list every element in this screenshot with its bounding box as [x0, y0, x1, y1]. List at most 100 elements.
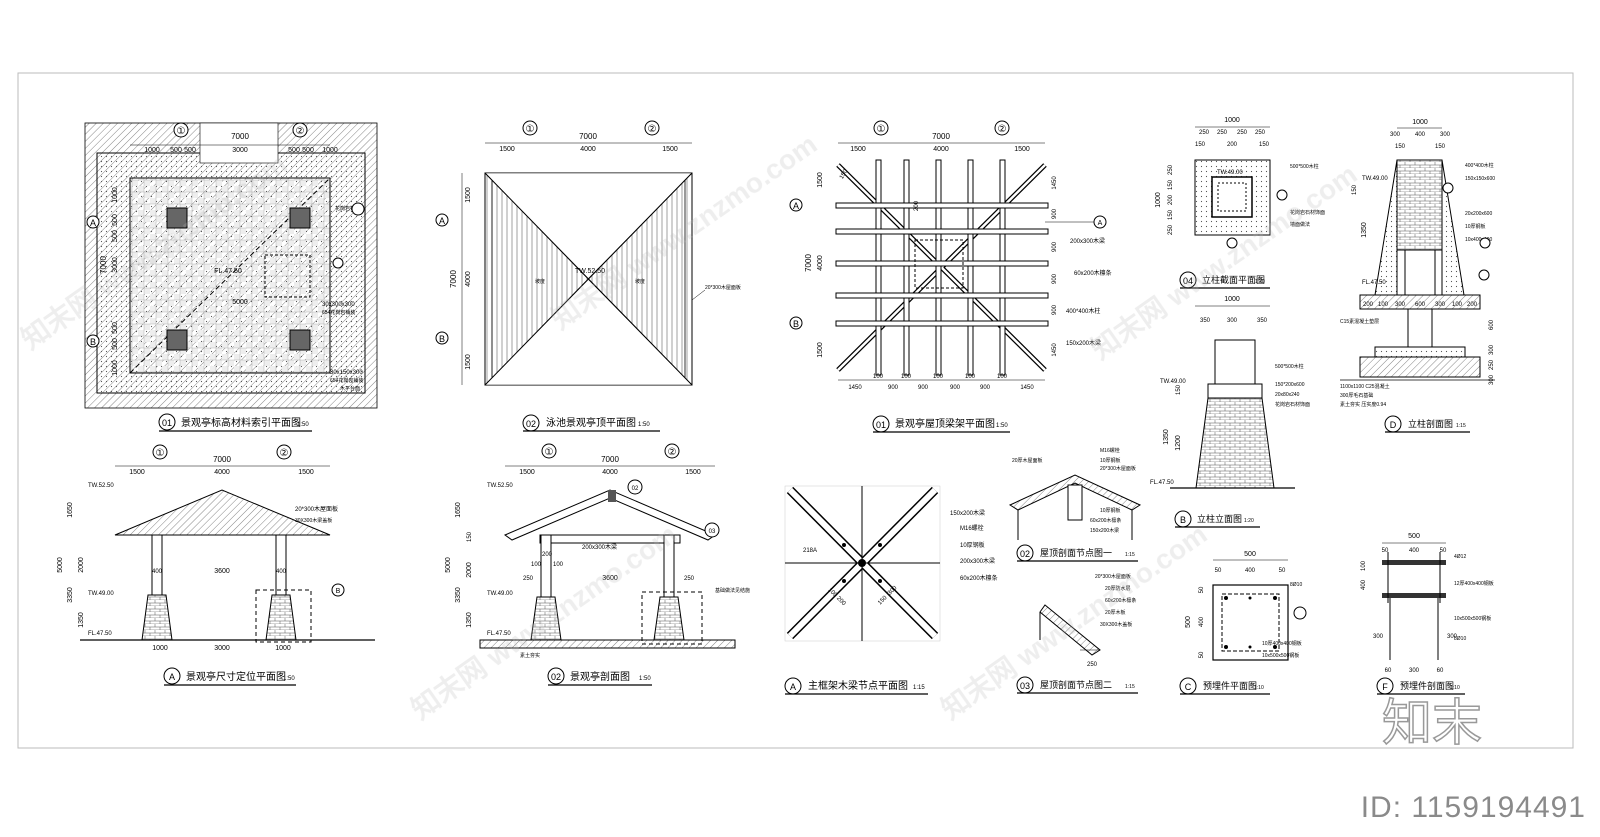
svg-text:10厚钢板: 10厚钢板 — [1465, 223, 1486, 230]
svg-text:900: 900 — [1052, 273, 1058, 284]
svg-text:1:50: 1:50 — [639, 676, 651, 682]
svg-text:10x400x400: 10x400x400 — [1465, 237, 1492, 243]
panel-roof-plan: ① ② A B 7000 1500 4000 1500 7000 1500 40… — [435, 120, 741, 432]
svg-text:1:10: 1:10 — [1254, 685, 1264, 691]
svg-text:900: 900 — [1052, 208, 1058, 219]
svg-text:①: ① — [545, 447, 554, 458]
svg-text:1:15: 1:15 — [913, 685, 925, 691]
svg-text:TW.49.00: TW.49.00 — [1160, 379, 1186, 385]
svg-text:300: 300 — [1409, 668, 1420, 674]
svg-text:300: 300 — [1489, 374, 1495, 385]
svg-text:1350: 1350 — [78, 612, 85, 628]
panel-material-plan: ① ② A B 7000 1000 500 500 3000 500 500 1… — [84, 122, 378, 432]
svg-text:1350: 1350 — [466, 612, 473, 628]
svg-text:150: 150 — [1435, 144, 1446, 150]
svg-text:300厚毛石基础: 300厚毛石基础 — [1340, 392, 1373, 399]
svg-text:花岗岩石材饰面: 花岗岩石材饰面 — [1290, 209, 1325, 216]
image-id-label: ID: 1159194491 — [1360, 791, 1586, 824]
svg-text:1000: 1000 — [144, 147, 160, 154]
svg-text:1000: 1000 — [152, 645, 168, 652]
svg-text:300: 300 — [1489, 344, 1495, 355]
svg-text:1350: 1350 — [1163, 429, 1170, 445]
svg-text:400: 400 — [1415, 132, 1426, 138]
svg-text:250: 250 — [684, 576, 695, 582]
svg-text:350: 350 — [1200, 318, 1211, 324]
svg-text:10x500x500钢板: 10x500x500钢板 — [1454, 615, 1491, 622]
svg-text:7000: 7000 — [932, 132, 950, 141]
svg-text:03: 03 — [709, 529, 716, 535]
svg-text:FL.47.50: FL.47.50 — [487, 631, 511, 637]
svg-text:500: 500 — [170, 147, 182, 154]
svg-text:500: 500 — [112, 230, 119, 242]
svg-text:10x500x500钢板: 10x500x500钢板 — [1262, 652, 1299, 659]
svg-text:B: B — [793, 319, 799, 329]
svg-text:M16螺栓: M16螺栓 — [960, 524, 984, 532]
svg-text:12厚400x400钢板: 12厚400x400钢板 — [1454, 580, 1494, 587]
panel-embedded-section: 500 50 400 50 100 400 300 60 300 60 300 … — [1361, 533, 1494, 695]
svg-text:03: 03 — [1020, 681, 1030, 691]
svg-text:FL.47.50: FL.47.50 — [1362, 280, 1386, 286]
svg-text:1:20: 1:20 — [1255, 279, 1265, 285]
svg-text:350: 350 — [1257, 318, 1268, 324]
panel-title: 景观亭尺寸定位平面图 — [186, 670, 286, 683]
svg-text:4000: 4000 — [580, 146, 596, 153]
svg-text:30X300木梁盖板: 30X300木梁盖板 — [295, 517, 332, 524]
svg-text:200: 200 — [914, 200, 920, 211]
svg-text:150: 150 — [1168, 179, 1174, 190]
svg-text:4000: 4000 — [817, 255, 824, 271]
sheet-border — [17, 72, 1574, 749]
svg-text:1500: 1500 — [465, 354, 472, 370]
svg-text:250: 250 — [1217, 130, 1228, 136]
svg-text:10厚400x400钢板: 10厚400x400钢板 — [1262, 640, 1302, 647]
svg-text:7000: 7000 — [213, 455, 231, 464]
svg-text:B: B — [1180, 515, 1186, 525]
svg-text:1100x1100 C25混凝土: 1100x1100 C25混凝土 — [1340, 383, 1390, 390]
svg-text:①: ① — [877, 124, 886, 135]
panel-title: 预埋件剖面图 — [1400, 680, 1454, 691]
svg-text:1500: 1500 — [129, 469, 145, 476]
svg-text:20厚木板: 20厚木板 — [1105, 609, 1126, 616]
svg-text:300: 300 — [1447, 634, 1458, 640]
svg-text:01: 01 — [876, 420, 886, 430]
svg-text:50: 50 — [1279, 568, 1286, 574]
svg-text:900: 900 — [1052, 304, 1058, 315]
svg-text:900: 900 — [950, 385, 961, 391]
svg-text:3000: 3000 — [112, 257, 119, 273]
svg-text:1500: 1500 — [499, 146, 515, 153]
svg-text:A: A — [790, 682, 796, 692]
index-mark — [351, 202, 365, 216]
svg-text:600: 600 — [1415, 302, 1426, 308]
svg-text:654花岗岩铺装: 654花岗岩铺装 — [330, 377, 363, 384]
ridge-2 — [484, 172, 693, 386]
svg-text:1000: 1000 — [1155, 192, 1162, 208]
svg-text:500: 500 — [1408, 533, 1420, 540]
column-a2 — [289, 207, 311, 229]
svg-text:400: 400 — [1361, 579, 1367, 590]
panel-title: 景观亭标高材料索引平面图 — [181, 416, 301, 429]
svg-text:4000: 4000 — [465, 271, 472, 287]
svg-text:7000: 7000 — [601, 455, 619, 464]
svg-text:1650: 1650 — [67, 502, 74, 518]
grid-2: ② — [296, 126, 305, 137]
svg-text:1350: 1350 — [1361, 222, 1368, 238]
svg-text:5000: 5000 — [445, 557, 452, 573]
svg-text:200x300木梁: 200x300木梁 — [960, 557, 995, 565]
svg-text:600: 600 — [1489, 319, 1495, 330]
svg-text:3000: 3000 — [232, 147, 248, 154]
svg-text:②: ② — [648, 124, 657, 135]
svg-text:30X300木盖板: 30X300木盖板 — [1100, 621, 1132, 628]
roof-elevation — [114, 489, 331, 536]
svg-text:100: 100 — [901, 374, 912, 380]
svg-text:500: 500 — [112, 322, 119, 334]
svg-text:1:50: 1:50 — [283, 676, 295, 682]
panel-beam-joint: 150x200木梁 M16螺栓 10厚钢板 200x300木梁 60x200木檩… — [784, 485, 998, 695]
svg-text:150: 150 — [1352, 184, 1358, 195]
svg-text:TW.52.50: TW.52.50 — [88, 483, 114, 489]
svg-text:60x200木檩条: 60x200木檩条 — [1074, 269, 1112, 277]
svg-text:1000: 1000 — [275, 645, 291, 652]
svg-text:①: ① — [156, 448, 165, 459]
svg-text:1450: 1450 — [848, 385, 862, 391]
svg-text:坡度: 坡度 — [535, 278, 545, 285]
title-number-circle — [158, 413, 176, 431]
